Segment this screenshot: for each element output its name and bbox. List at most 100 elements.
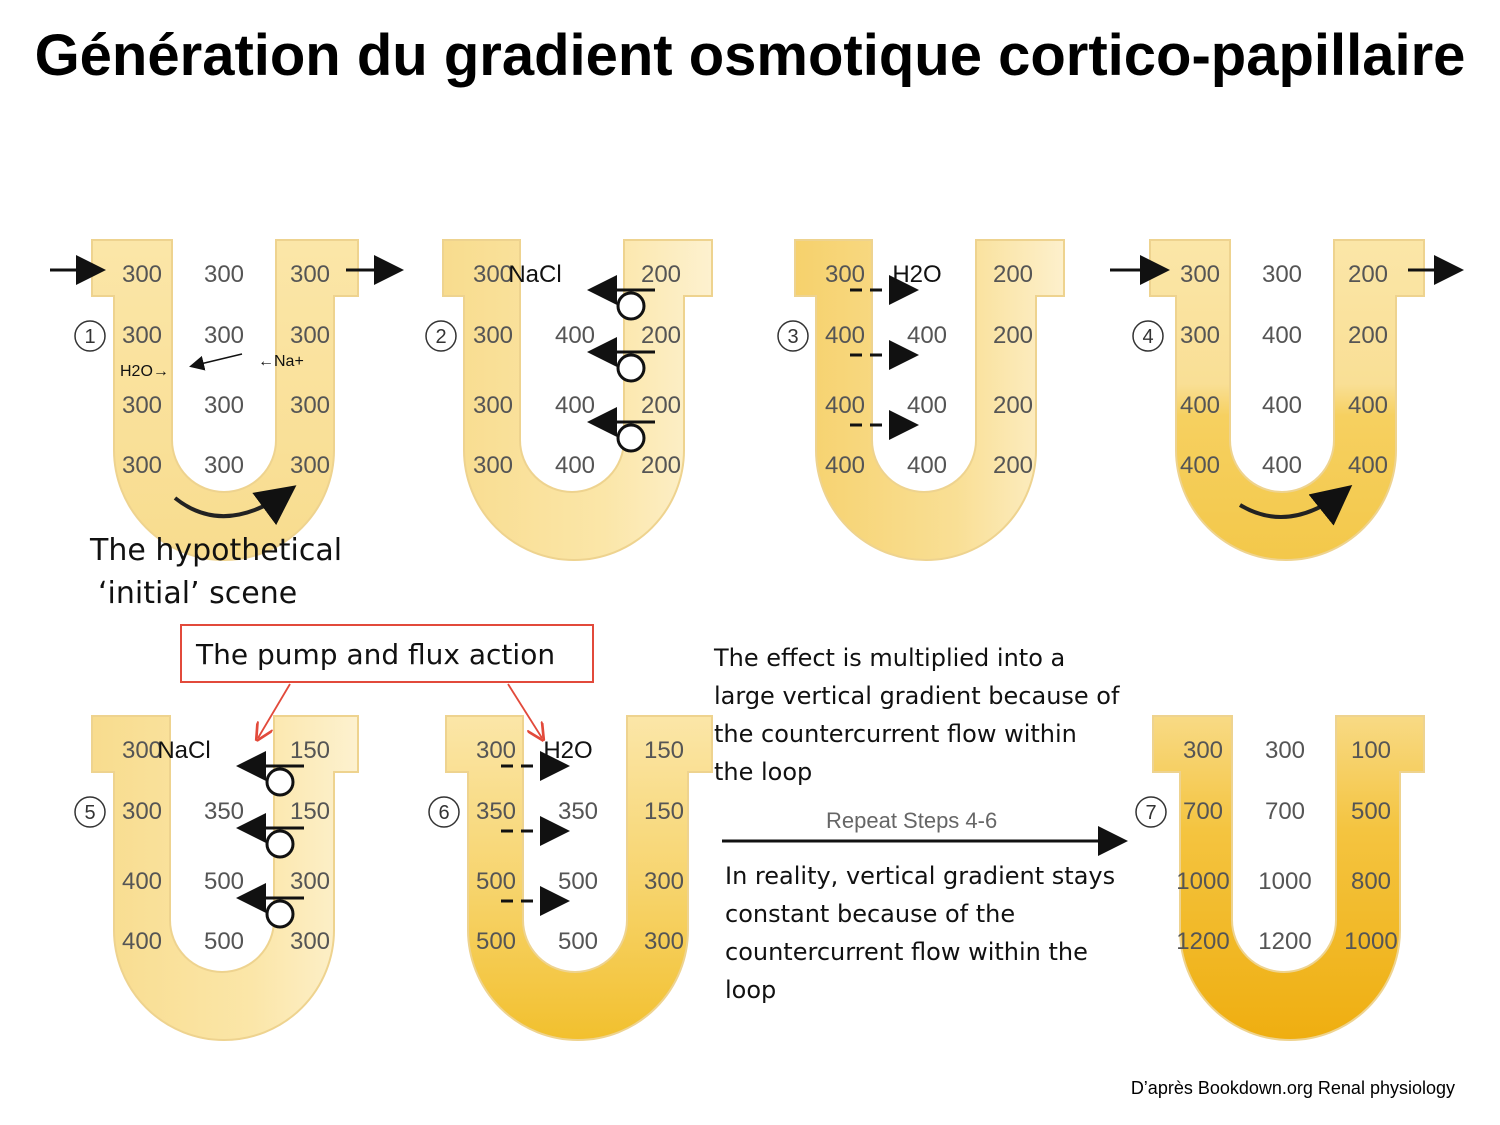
callout-pointer [507,683,542,738]
nacl-pump [587,275,655,321]
osmolarity-value: 300 [473,392,513,419]
solute-label: H2O [892,261,941,288]
osmolarity-value: 400 [555,322,595,349]
osmolarity-value: 400 [907,452,947,479]
osmolarity-value: 400 [122,868,162,895]
osmolarity-value: 300 [473,452,513,479]
nacl-pump [587,407,655,453]
osmolarity-value: 200 [993,261,1033,288]
osmolarity-value: 300 [644,928,684,955]
osmolarity-value: 500 [204,868,244,895]
osmolarity-value: 400 [555,392,595,419]
step-number-3: 3 [777,320,809,352]
step-number-2: 2 [425,320,457,352]
osmolarity-value: 1000 [1176,868,1229,895]
osmolarity-value: 400 [1180,452,1220,479]
osmolarity-value: 500 [558,868,598,895]
solute-label: NaCl [157,737,210,764]
h2o-label: H2O→ [120,363,169,380]
nacl-pump [587,337,655,383]
osmolarity-value: 400 [907,322,947,349]
reality-text: In reality, vertical gradient stays cons… [725,862,1115,1004]
osmolarity-value: 400 [1180,392,1220,419]
osmolarity-value: 300 [473,261,513,288]
osmolarity-value: 300 [476,737,516,764]
osmolarity-value: 300 [290,868,330,895]
osmolarity-value: 400 [825,452,865,479]
osmolarity-value: 800 [1351,868,1391,895]
osmolarity-value: 300 [204,452,244,479]
repeat-steps-label: Repeat Steps 4-6 [826,808,997,833]
osmolarity-value: 300 [1183,737,1223,764]
osmolarity-value: 200 [993,322,1033,349]
effect-line: The effect is multiplied into a [713,644,1065,672]
osmolarity-value: 300 [204,261,244,288]
osmolarity-value: 300 [290,261,330,288]
water-flux-arrows [501,275,919,916]
reality-line: loop [725,976,776,1004]
pump-flux-callout-label: The pump and flux action [195,638,555,671]
osmolarity-value: 150 [644,798,684,825]
osmolarity-value: 300 [122,392,162,419]
osmolarity-value: 300 [473,322,513,349]
osmolarity-value: 500 [476,928,516,955]
effect-line: large vertical gradient because of [714,682,1120,710]
osmolarity-value: 300 [290,928,330,955]
osmolarity-value: 300 [204,392,244,419]
osmolarity-value: 1000 [1258,868,1311,895]
step-number-text: 2 [435,326,446,348]
solute-label: NaCl [508,261,561,288]
osmolarity-value: 200 [641,261,681,288]
osmolarity-value: 400 [1348,452,1388,479]
osmolarity-value: 300 [122,322,162,349]
osmolarity-value: 300 [290,392,330,419]
osmolarity-value: 200 [641,322,681,349]
osmolarity-value: 1200 [1258,928,1311,955]
osmolarity-value: 200 [1348,261,1388,288]
osmolarity-value: 400 [1262,322,1302,349]
nacl-pump [236,751,304,797]
initial-scene-caption-line2: ‘initial’ scene [98,576,297,611]
step-number-5: 5 [74,796,106,828]
osmolarity-value: 300 [1180,322,1220,349]
effect-line: the countercurrent flow within [714,720,1077,748]
step-number-text: 3 [787,326,798,348]
osmolarity-value: 300 [644,868,684,895]
page-title: Génération du gradient osmotique cortico… [34,23,1466,88]
osmolarity-value: 400 [907,392,947,419]
osmolarity-value: 400 [1262,392,1302,419]
osmolarity-value: 300 [1262,261,1302,288]
osmolarity-value: 1000 [1344,928,1397,955]
u-tube-step-1 [91,239,359,561]
step-number-7: 7 [1135,796,1167,828]
osmolarity-value: 100 [1351,737,1391,764]
reality-line: In reality, vertical gradient stays [725,862,1115,890]
initial-scene-caption-line1: The hypothetical [89,533,342,568]
osmolarity-value: 300 [290,322,330,349]
osmolarity-value: 300 [825,261,865,288]
osmolarity-value: 350 [204,798,244,825]
osmolarity-value: 300 [122,261,162,288]
step-number-1: 1 [74,320,106,352]
na-label: ←Na+ [258,353,304,370]
step-number-text: 4 [1142,326,1153,348]
osmolarity-value: 300 [290,452,330,479]
osmolarity-value: 400 [825,392,865,419]
step-number-text: 6 [438,802,449,824]
step-number-text: 7 [1145,802,1156,824]
osmolarity-value: 700 [1265,798,1305,825]
u-tube-step-4 [1149,239,1425,561]
source-citation: D’après Bookdown.org Renal physiology [1130,1078,1455,1098]
step-number-6: 6 [428,796,460,828]
step-number-text: 1 [84,326,95,348]
osmolarity-value: 200 [641,452,681,479]
h2o-diffusion-arrow [189,353,243,371]
flow-curve-arrow [1238,484,1353,526]
osmolarity-value: 700 [1183,798,1223,825]
osmolarity-value: 1200 [1176,928,1229,955]
osmolarity-value: 300 [1265,737,1305,764]
reality-line: constant because of the [725,900,1015,928]
osmolarity-value: 400 [555,452,595,479]
